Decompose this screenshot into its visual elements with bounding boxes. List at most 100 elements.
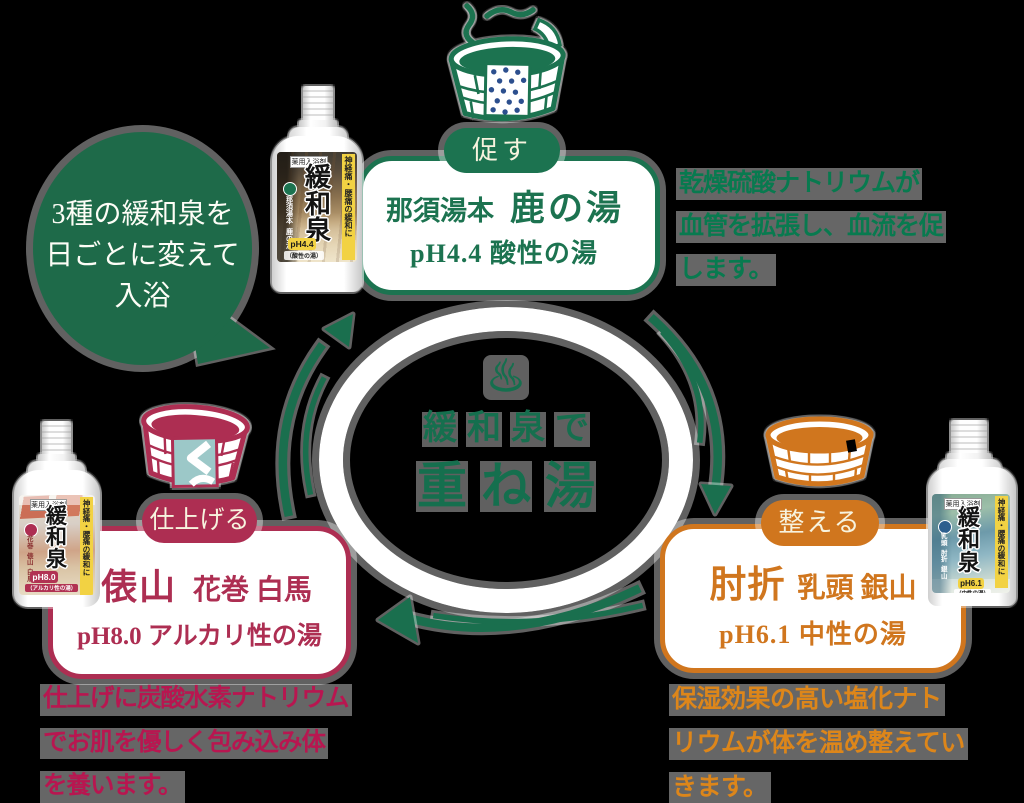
- vertical-char: 腰: [344, 188, 353, 198]
- label-badge: [283, 182, 297, 196]
- vertical-char: ・: [344, 180, 353, 190]
- char-box: ね: [480, 458, 532, 514]
- desc-line: します。: [676, 254, 946, 286]
- char-box: 泉: [510, 410, 546, 447]
- bottle-neck: [939, 459, 1001, 470]
- label-claim-stripe: 神経痛・腰痛の緩和に: [342, 154, 355, 260]
- label-badge: [24, 523, 38, 537]
- vertical-char: 和: [344, 221, 353, 231]
- vertical-char: 俵: [27, 552, 34, 560]
- vertical-char: 泉: [958, 549, 981, 575]
- place-name-small: 乳頭 銀山: [797, 573, 917, 604]
- vertical-char: に: [997, 566, 1006, 576]
- desc-arrange-line3: きます。: [669, 772, 771, 803]
- place-name-big: 肘折: [709, 565, 786, 606]
- label-ph-box: pH8.0: [30, 571, 58, 583]
- step-finish-title: 俵山花巻 白馬: [60, 558, 353, 610]
- place-name-big: 鹿の湯: [509, 189, 624, 228]
- desc-line: 仕上げに炭酸水素ナトリウム: [40, 684, 352, 716]
- vertical-char: 本: [286, 217, 293, 226]
- desc-line: 血管を拡張し、血流を促: [676, 211, 947, 243]
- vertical-char: 泉: [46, 546, 67, 571]
- desc-line: きます。: [669, 772, 968, 803]
- label-ph-note: （アルカリ性の湯）: [25, 584, 79, 592]
- step-pill-promote: 促す: [444, 128, 560, 173]
- vertical-char: 花: [27, 536, 34, 543]
- char-box: 緩: [422, 410, 458, 447]
- vertical-char: 湯: [286, 210, 293, 219]
- step-arrange-ph: pH6.1 中性の湯: [719, 620, 907, 649]
- vertical-char: 経: [997, 505, 1006, 515]
- step-pill-arrange: 整える: [761, 500, 879, 546]
- desc-line: リウムが体を温め整えてい: [669, 728, 968, 760]
- vertical-char: 痛: [344, 172, 353, 182]
- hot-spring-symbol: ♨: [483, 354, 529, 400]
- vertical-char: 痛: [344, 196, 353, 206]
- bucket-icon-crimson: [141, 404, 250, 489]
- step-pill-finish: 仕上げる: [142, 499, 257, 543]
- desc-finish-line3: を養います。: [40, 771, 185, 803]
- vertical-char: に: [82, 567, 91, 577]
- vertical-char: に: [344, 229, 353, 239]
- char-box: 湯: [544, 458, 596, 514]
- vertical-char: 山: [27, 559, 34, 567]
- label-claim-text: 神経痛・腰痛の緩和に: [998, 499, 1006, 575]
- desc-finish-line1: 仕上げに炭酸水素ナトリウム: [40, 684, 352, 716]
- label-type-box: 薬用入浴剤: [944, 498, 982, 510]
- step-box-arrange: 肘折乳頭 銀山 pH6.1 中性の湯: [660, 524, 966, 673]
- cycle-arrow-heads: [321, 311, 734, 646]
- bottle-cap: [303, 86, 333, 122]
- vertical-char: 腰: [82, 529, 91, 539]
- vertical-char: 痛: [997, 513, 1006, 523]
- char-box: 重: [416, 458, 468, 514]
- center-title-line2: 重ね湯: [319, 458, 693, 514]
- step-box-promote: 那須湯本鹿の湯 pH4.4 酸性の湯: [358, 156, 660, 295]
- label-claim-stripe: 神経痛・腰痛の緩和に: [80, 497, 93, 595]
- center-title-line1: 緩和泉で: [319, 409, 693, 449]
- step-finish-ph: pH8.0 アルカリ性の湯: [77, 623, 322, 650]
- desc-arrange-line1: 保湿効果の高い塩化ナト: [669, 684, 945, 716]
- char-box: で: [554, 410, 590, 447]
- step-arrange-title: 肘折乳頭 銀山: [665, 554, 961, 608]
- bottle-cap-flange: [299, 120, 337, 128]
- vertical-char: 緩: [958, 505, 981, 530]
- intro-speech-bubble: 3種の緩和泉を 日ごとに変えて 入浴: [33, 132, 252, 365]
- label-springs-text: 乳頭肘折銀山: [941, 533, 948, 580]
- vertical-char: 山: [941, 572, 948, 580]
- vertical-char: 緩: [344, 213, 353, 223]
- vertical-char: 須: [286, 203, 293, 212]
- vertical-char: 痛: [82, 537, 91, 547]
- steam-icon: [463, 3, 536, 47]
- label-brand-text: 緩和泉: [46, 504, 67, 571]
- vertical-char: 神: [82, 499, 91, 508]
- vertical-char: の: [997, 543, 1006, 553]
- vertical-char: の: [82, 544, 91, 554]
- vertical-char: 乳: [941, 533, 948, 540]
- step-promote-title: 那須湯本鹿の湯: [359, 180, 651, 231]
- vertical-char: 和: [46, 525, 67, 550]
- step-promote-ph: pH4.4 酸性の湯: [410, 239, 598, 268]
- label-ph-note: （中性の湯）: [954, 589, 992, 593]
- vertical-char: 痛: [997, 536, 1006, 546]
- vertical-char: 経: [344, 164, 353, 174]
- desc-line: 乾燥硫酸ナトリウムが: [676, 168, 946, 200]
- desc-promote-line1: 乾燥硫酸ナトリウムが: [676, 168, 923, 200]
- char-box: 和: [466, 410, 502, 447]
- vertical-char: 和: [305, 189, 332, 219]
- bubble-text-line3: 入浴: [114, 281, 171, 312]
- label-badge: [938, 520, 952, 534]
- vertical-char: 経: [82, 506, 91, 516]
- label-claim-stripe: 神経痛・腰痛の緩和に: [995, 496, 1008, 588]
- vertical-char: 腰: [997, 528, 1006, 538]
- vertical-char: 緩: [46, 504, 67, 528]
- cycle-arrow-arcs: [278, 313, 722, 632]
- vertical-char: 巻: [27, 542, 34, 550]
- vertical-char: 緩: [82, 552, 91, 562]
- label-claim-text: 神経痛・腰痛の緩和に: [344, 156, 353, 239]
- vertical-char: 那: [286, 196, 293, 204]
